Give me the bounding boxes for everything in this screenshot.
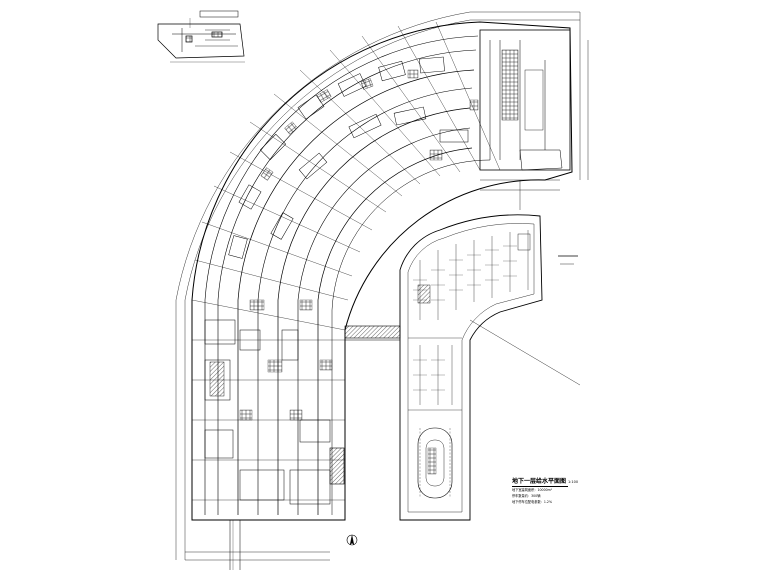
- north-arrow-icon: [346, 534, 358, 546]
- drawing-note: 地下停车位配电参数：1.2%: [512, 500, 552, 504]
- drawing-note: 停车数量约：300辆: [512, 494, 541, 498]
- key-plan: [157, 10, 245, 63]
- connecting-corridor: [344, 325, 401, 341]
- main-building: [191, 21, 573, 521]
- dimension-lines: [175, 11, 589, 561]
- drawing-title-text: 地下一层给水平面图: [512, 478, 567, 485]
- drawing-scale: 1:100: [568, 480, 579, 484]
- title-underline: [512, 486, 568, 487]
- parking-garage: [399, 214, 543, 521]
- drawing-note: 地下室建筑面积：10000m²: [512, 488, 553, 492]
- east-wing: [479, 29, 571, 210]
- leader-lines: [229, 255, 581, 570]
